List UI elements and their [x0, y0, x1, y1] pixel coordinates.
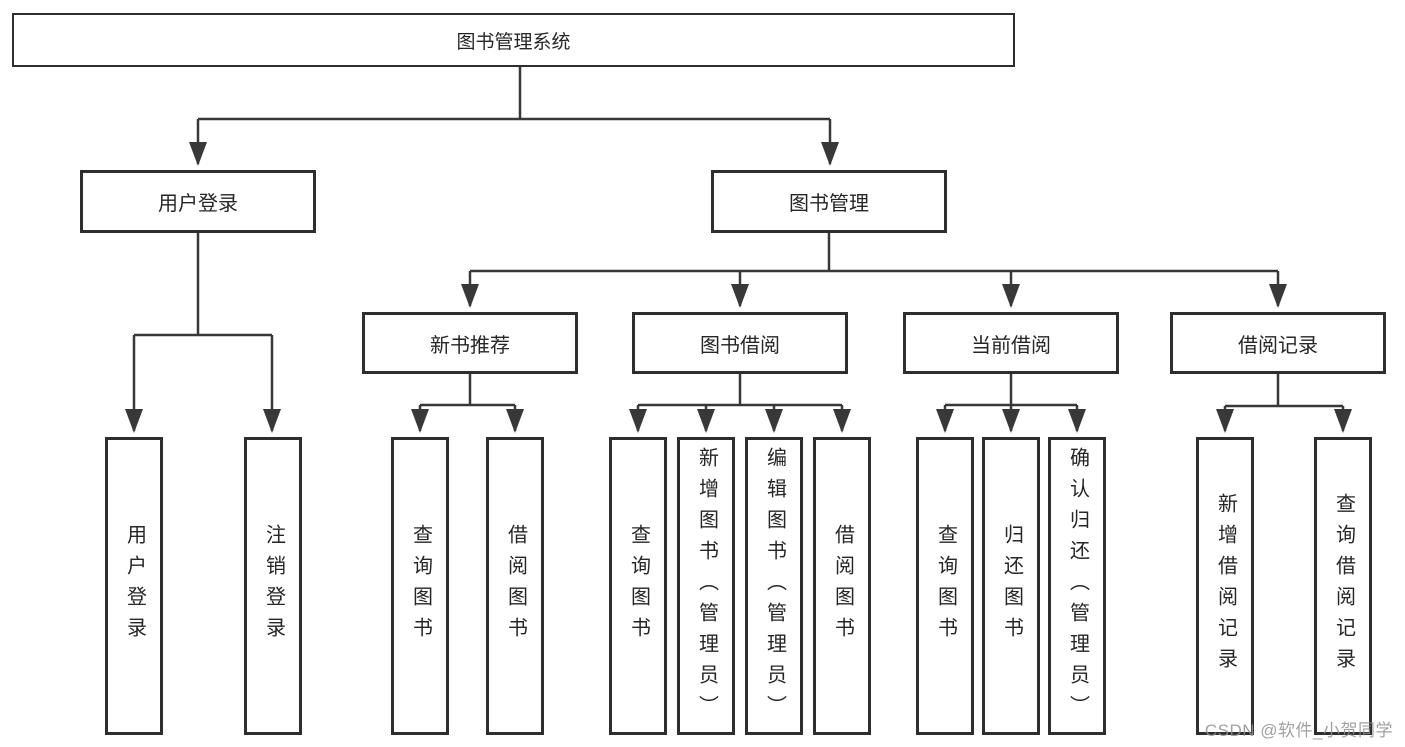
node-root-label: 图书管理系统: [456, 31, 571, 53]
connector-user-login-trunk: [134, 233, 272, 337]
leaf-confirm-return-admin: 确认归还（管理员）: [1048, 437, 1106, 735]
connector-book-management-trunk: [470, 233, 1278, 273]
leaf-query-borrow-record-label: 查询借阅记录: [1332, 493, 1355, 679]
node-current-borrowing-label: 当前借阅: [971, 334, 1051, 357]
leaf-edit-books-admin-label: 编辑图书（管理员）: [763, 446, 786, 726]
node-user-login: 用户登录: [80, 170, 316, 233]
leaf-query-books-recommend-label: 查询图书: [409, 524, 432, 648]
leaf-user-login-label: 用户登录: [123, 524, 146, 648]
connector-root-trunk: [198, 67, 830, 121]
leaf-borrow-books-borrowing: 借阅图书: [813, 437, 871, 735]
leaf-add-books-admin-label: 新增图书（管理员）: [695, 446, 718, 726]
connector-current-borrowing-trunk: [945, 374, 1077, 407]
leaf-query-books-current-label: 查询图书: [934, 524, 957, 648]
node-book-borrowing-label: 图书借阅: [700, 334, 780, 357]
leaf-user-login: 用户登录: [105, 437, 163, 735]
leaf-return-books-label: 归还图书: [1000, 524, 1023, 648]
leaf-edit-books-admin: 编辑图书（管理员）: [745, 437, 803, 735]
leaf-logout-label: 注销登录: [262, 524, 285, 648]
node-new-book-recommendation: 新书推荐: [362, 312, 578, 374]
leaf-confirm-return-admin-label: 确认归还（管理员）: [1066, 446, 1089, 726]
node-borrowing-records-label: 借阅记录: [1238, 334, 1318, 357]
node-current-borrowing: 当前借阅: [903, 312, 1119, 374]
leaf-query-borrow-record: 查询借阅记录: [1314, 437, 1372, 735]
node-book-management-label: 图书管理: [789, 193, 869, 215]
leaf-query-books-recommend: 查询图书: [391, 437, 449, 735]
leaf-add-borrow-record-label: 新增借阅记录: [1214, 493, 1237, 679]
leaf-query-books-current: 查询图书: [916, 437, 974, 735]
connector-book-borrowing-trunk: [638, 374, 842, 407]
leaf-query-books-borrowing-label: 查询图书: [627, 524, 650, 648]
leaf-borrow-books-recommend-label: 借阅图书: [504, 524, 527, 648]
node-user-login-label: 用户登录: [158, 193, 238, 215]
node-book-borrowing: 图书借阅: [632, 312, 848, 374]
connector-new-book-trunk: [420, 374, 515, 407]
leaf-borrow-books-borrowing-label: 借阅图书: [831, 524, 854, 648]
node-new-book-recommendation-label: 新书推荐: [430, 334, 510, 357]
node-book-management: 图书管理: [711, 170, 947, 233]
node-borrowing-records: 借阅记录: [1170, 312, 1386, 374]
leaf-logout: 注销登录: [244, 437, 302, 735]
node-root: 图书管理系统: [12, 13, 1015, 67]
leaf-return-books: 归还图书: [982, 437, 1040, 735]
leaf-query-books-borrowing: 查询图书: [609, 437, 667, 735]
leaf-borrow-books-recommend: 借阅图书: [486, 437, 544, 735]
watermark: CSDN @软件_小贺同学: [1204, 721, 1393, 740]
leaf-add-borrow-record: 新增借阅记录: [1196, 437, 1254, 735]
leaf-add-books-admin: 新增图书（管理员）: [677, 437, 735, 735]
connector-borrowing-records-trunk: [1225, 374, 1343, 408]
